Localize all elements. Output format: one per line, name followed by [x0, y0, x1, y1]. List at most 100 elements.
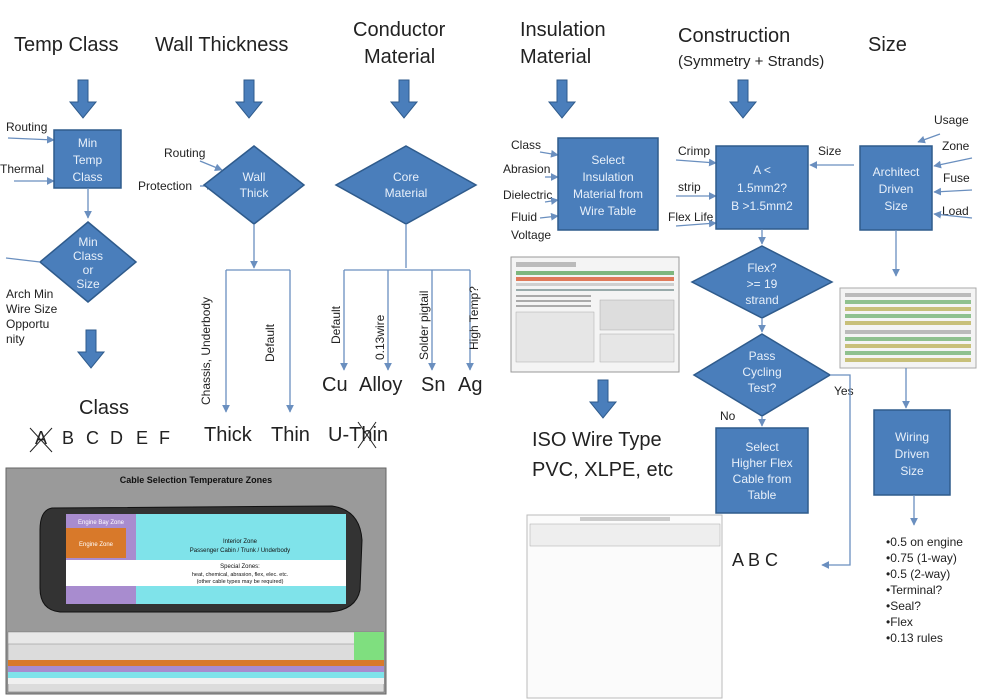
header-construction: Construction — [678, 25, 790, 47]
ins-input-voltage: Voltage — [511, 228, 551, 242]
class-letters: A B C D E F — [29, 427, 170, 453]
svg-text:Cycling: Cycling — [742, 365, 781, 379]
svg-text:D: D — [110, 428, 123, 448]
svg-text:•0.5 on engine: •0.5 on engine — [886, 535, 963, 549]
label-yes: Yes — [834, 384, 854, 398]
conductor-outcome-sn: Sn — [421, 374, 445, 396]
size-table-thumbnail — [839, 287, 977, 369]
architect-driven-size-box — [859, 145, 933, 231]
svg-text:Class: Class — [72, 170, 102, 184]
interior-zone — [136, 514, 346, 604]
label-no: No — [720, 409, 736, 423]
conductor-branch-hightemp: High Temp? — [467, 286, 481, 350]
input-label-routing: Routing — [6, 120, 47, 134]
svg-text:Cable from: Cable from — [733, 472, 792, 486]
header-insulation-material: Material — [520, 46, 591, 68]
header-conductor-material: Material — [364, 46, 435, 68]
header-wall-thickness: Wall Thickness — [155, 34, 288, 56]
svg-text:Engine Bay Zone: Engine Bay Zone — [78, 520, 125, 526]
svg-text:Interior Zone: Interior Zone — [223, 539, 258, 545]
svg-text:Passenger Cabin / Trunk / Unde: Passenger Cabin / Trunk / Underbody — [190, 548, 290, 554]
svg-text:Table: Table — [748, 488, 777, 502]
svg-text:•0.13 rules: •0.13 rules — [886, 631, 943, 645]
svg-text:>= 19: >= 19 — [747, 277, 778, 291]
svg-text:Pass: Pass — [749, 349, 776, 363]
temperature-zones-figure: Cable Selection Temperature Zones Engine… — [5, 467, 387, 695]
conductor-branch-default: Default — [329, 305, 343, 344]
engine-zone — [66, 528, 126, 558]
down-arrow-icon — [234, 79, 264, 119]
svg-text:Opportu: Opportu — [6, 317, 49, 331]
down-arrow-icon — [389, 79, 419, 119]
svg-text:heat, chemical, abrasion, flex: heat, chemical, abrasion, flex, elec. et… — [192, 572, 289, 578]
header-construction-sub: (Symmetry + Strands) — [678, 53, 824, 70]
wall-outcome-thin: Thin — [271, 424, 310, 446]
svg-text:Wall: Wall — [243, 170, 266, 184]
cons-input-flexlife: Flex Life — [668, 210, 714, 224]
cons-input-crimp: Crimp — [678, 144, 710, 158]
iso-wire-examples: PVC, XLPE, etc — [532, 459, 673, 481]
svg-text:Select: Select — [745, 440, 779, 454]
svg-text:Driven: Driven — [879, 182, 914, 196]
svg-text:Engine Zone: Engine Zone — [79, 542, 114, 548]
down-arrow-icon — [547, 79, 577, 119]
down-arrow-icon — [76, 329, 106, 369]
wall-thick-diamond — [202, 145, 306, 225]
down-arrow-icon — [68, 79, 98, 119]
svg-text:Temp: Temp — [73, 153, 103, 167]
svg-text:Min: Min — [78, 136, 97, 150]
svg-text:Class: Class — [73, 249, 103, 263]
ins-input-abrasion: Abrasion — [503, 162, 550, 176]
wiring-driven-size-box — [873, 409, 951, 496]
class-title: Class — [79, 397, 129, 419]
svg-text:Select: Select — [591, 153, 625, 167]
wall-branch-chassis: Chassis, Underbody — [199, 297, 213, 405]
svg-text:1.5mm2?: 1.5mm2? — [737, 181, 787, 195]
svg-text:Size: Size — [76, 277, 100, 291]
ins-input-dielectric: Dielectric — [503, 188, 552, 202]
conductor-branch-013wire: 0.13wire — [373, 314, 387, 360]
size-input-fuse: Fuse — [943, 171, 970, 185]
ins-input-class: Class — [511, 138, 541, 152]
wall-input-protection: Protection — [138, 179, 192, 193]
wall-outcome-thick: Thick — [204, 424, 253, 446]
down-arrow-icon — [588, 379, 618, 419]
min-class-size-diamond — [38, 221, 138, 303]
svg-text:Insulation: Insulation — [582, 170, 633, 184]
svg-text:B >1.5mm2: B >1.5mm2 — [731, 199, 793, 213]
size-input-load: Load — [942, 204, 969, 218]
svg-text:F: F — [159, 428, 170, 448]
header-insulation: Insulation — [520, 19, 606, 41]
svg-text:B: B — [62, 428, 74, 448]
svg-text:Size: Size — [884, 199, 908, 213]
wall-outcome-uthin: U-Thin — [328, 424, 388, 446]
conductor-branch-solder: Solder pigtail — [417, 291, 431, 360]
wall-branch-default: Default — [263, 323, 277, 362]
input-label-thermal: Thermal — [0, 162, 44, 176]
svg-text:Special Zones:: Special Zones: — [220, 564, 260, 570]
svg-text:Higher Flex: Higher Flex — [731, 456, 792, 470]
svg-text:Test?: Test? — [748, 381, 777, 395]
svg-text:•Seal?: •Seal? — [886, 599, 921, 613]
svg-text:Thick: Thick — [240, 186, 270, 200]
svg-text:E: E — [136, 428, 148, 448]
header-size: Size — [868, 34, 907, 56]
svg-text:Wire Size: Wire Size — [6, 302, 58, 316]
conductor-outcome-ag: Ag — [458, 374, 482, 396]
iso-wire-type: ISO Wire Type — [532, 429, 662, 451]
svg-text:nity: nity — [6, 332, 25, 346]
iso-table-thumbnail — [526, 514, 723, 699]
zones-title: Cable Selection Temperature Zones — [120, 475, 272, 485]
down-arrow-icon — [728, 79, 758, 119]
svg-text:A <: A < — [753, 163, 771, 177]
cons-input-size: Size — [818, 144, 842, 158]
header-conductor: Conductor — [353, 19, 446, 41]
svg-text:Driven: Driven — [895, 447, 930, 461]
svg-text:Material: Material — [385, 186, 428, 200]
cons-input-strip: strip — [678, 180, 701, 194]
svg-text:strand: strand — [745, 293, 778, 307]
svg-text:Architect: Architect — [873, 165, 920, 179]
conductor-outcome-cu: Cu — [322, 374, 348, 396]
